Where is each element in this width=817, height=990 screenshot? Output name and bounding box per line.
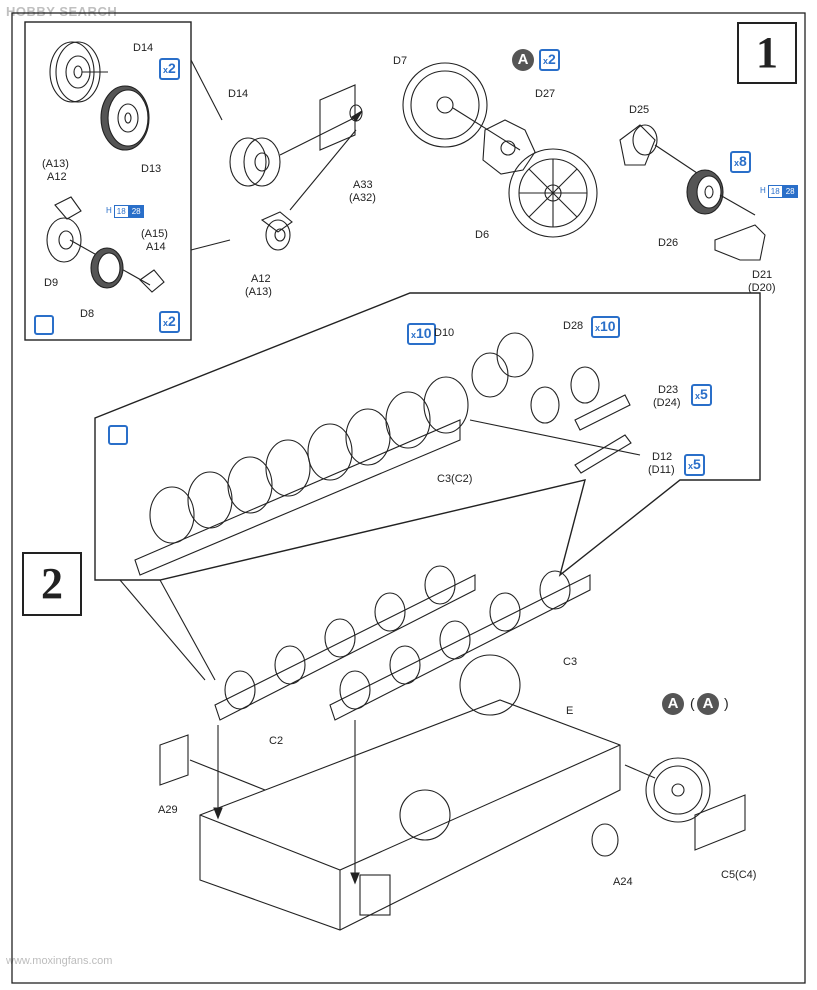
paint-18: 18 (113, 205, 129, 218)
callout-bubble (94, 292, 761, 581)
a12-part (260, 211, 293, 251)
label-a32-paren: (A32) (349, 192, 376, 204)
x8-badge-count: 8 (739, 153, 747, 169)
x10-left-count: 10 (416, 325, 432, 341)
paren-close: ) (724, 695, 729, 711)
x5-badge-d12: x5 (684, 454, 705, 476)
label-a33: A33 (353, 179, 373, 191)
label-d11-paren: (D11) (648, 464, 675, 476)
paint2-28: 28 (782, 185, 798, 198)
a29-plate (159, 734, 266, 791)
label-d12: D12 (652, 451, 673, 463)
d21-arm (714, 224, 766, 261)
paint-code-detail: H 18 28 (104, 205, 144, 218)
label-a13-paren: (A13) (42, 158, 69, 170)
label-c3c2: C3(C2) (437, 473, 473, 485)
hull-roadwheel-sets (214, 565, 591, 721)
detail-box (24, 21, 192, 341)
paint2-18: 18 (767, 185, 783, 198)
x5-badge-d23: x5 (691, 384, 712, 406)
page-frame (11, 12, 806, 984)
d9-d8-assembly-detail (46, 196, 165, 293)
label-d21: D21 (752, 269, 773, 281)
x10-badge-d28: x10 (591, 316, 620, 338)
x2-badge-detail-bottom: x2 (159, 311, 180, 333)
d25-part (619, 124, 701, 176)
d13-wheel-detail (100, 85, 150, 151)
d26-idler (686, 169, 756, 216)
x2-badge-detail-top: x2 (159, 58, 180, 80)
d6-sprocket (508, 148, 598, 238)
hull-sprocket (624, 757, 711, 823)
step-2-box: 2 (22, 552, 82, 616)
x5-d12-count: 5 (693, 456, 701, 472)
part-a-circle-hull-alt: A (697, 693, 719, 715)
hull-body (199, 654, 621, 931)
c5-plate (694, 794, 746, 851)
d27-hub (482, 119, 536, 175)
hobby-search-watermark: HOBBY SEARCH (6, 4, 118, 19)
paren-open: ( (690, 695, 695, 711)
a33-bracket (289, 84, 363, 211)
part-a-circle-hull: A (662, 693, 684, 715)
label-d7: D7 (393, 55, 408, 67)
label-d26: D26 (658, 237, 679, 249)
label-d14-detail: D14 (133, 42, 154, 54)
paint-h: H (106, 206, 112, 215)
label-d8-detail: D8 (80, 308, 95, 320)
x10-badge-d10: x10 (407, 323, 436, 345)
d14-main-wheel (229, 110, 363, 187)
bubble-roadwheels (134, 332, 641, 576)
x8-badge-d26: x8 (730, 151, 751, 173)
paint2-h: H (760, 186, 766, 195)
x2-badge-a-count: 2 (548, 51, 556, 67)
label-e: E (566, 705, 574, 717)
label-d14-main: D14 (228, 88, 249, 100)
label-d10: D10 (434, 327, 455, 339)
label-a14-detail: A14 (146, 241, 166, 253)
label-d9-detail: D9 (44, 277, 59, 289)
label-d25: D25 (629, 104, 650, 116)
label-a12-main: A12 (251, 273, 271, 285)
d7-sprocket (402, 62, 521, 151)
label-d20-paren: (D20) (748, 282, 776, 294)
part-a-circle-step1: A (512, 49, 534, 71)
paint-28: 28 (128, 205, 144, 218)
label-d23: D23 (658, 384, 679, 396)
glue-icon-step2 (108, 425, 128, 445)
label-d28: D28 (563, 320, 584, 332)
label-d24-paren: (D24) (653, 397, 681, 409)
label-d6: D6 (475, 229, 490, 241)
paint-code-d26: H 18 28 (758, 185, 798, 198)
label-a15-paren: (A15) (141, 228, 168, 240)
label-a13-main: (A13) (245, 286, 272, 298)
x5-d23-count: 5 (700, 386, 708, 402)
label-a24: A24 (613, 876, 633, 888)
label-d13-detail: D13 (141, 163, 162, 175)
moxingfans-watermark: www.moxingfans.com (6, 955, 113, 967)
label-c2: C2 (269, 735, 284, 747)
d14-wheel-detail (49, 41, 108, 103)
glue-icon-detail (34, 315, 54, 335)
label-a12-detail: A12 (47, 171, 67, 183)
x2-badge-detail-bottom-count: 2 (168, 313, 176, 329)
label-c3: C3 (563, 656, 578, 668)
x2-badge-a: x2 (539, 49, 560, 71)
x10-right-count: 10 (600, 318, 616, 334)
label-a29: A29 (158, 804, 178, 816)
label-c5c4: C5(C4) (721, 869, 757, 881)
x2-badge-detail-top-count: 2 (168, 60, 176, 76)
label-d27: D27 (535, 88, 556, 100)
a24-hatch (591, 823, 619, 857)
step-1-box: 1 (737, 22, 797, 84)
